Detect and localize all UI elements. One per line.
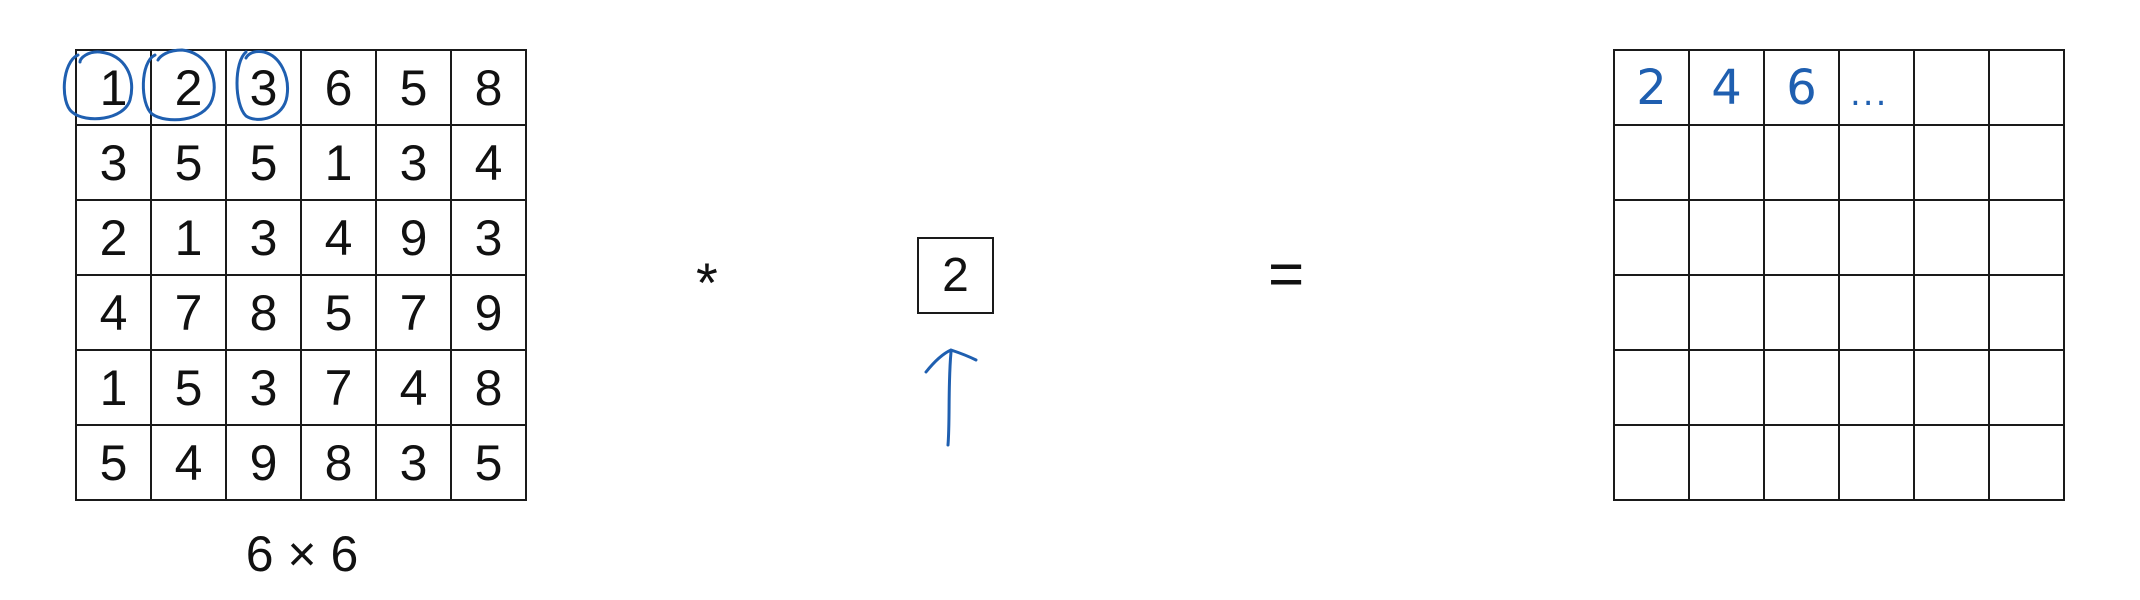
input-matrix-cell: 2	[77, 201, 152, 276]
convolution-operator: *	[696, 251, 718, 314]
input-matrix-cell: 3	[377, 126, 452, 201]
input-matrix-dimensions-label: 6 × 6	[245, 526, 359, 582]
up-arrow-icon	[924, 348, 978, 447]
output-matrix-cell	[1990, 126, 2065, 201]
input-matrix-cell: 2	[152, 51, 227, 126]
output-matrix-cell	[1915, 201, 1990, 276]
output-matrix-cell	[1840, 126, 1915, 201]
output-matrix-cell	[1990, 201, 2065, 276]
input-matrix-cell: 1	[152, 201, 227, 276]
input-matrix-cell: 7	[302, 351, 377, 426]
output-matrix-cell	[1615, 201, 1690, 276]
input-matrix-cell: 5	[302, 276, 377, 351]
input-matrix-cell: 5	[227, 126, 302, 201]
output-matrix-cell	[1765, 351, 1840, 426]
input-matrix-cell: 3	[227, 201, 302, 276]
input-matrix-cell: 9	[377, 201, 452, 276]
output-matrix-cell	[1690, 201, 1765, 276]
input-matrix-cell: 9	[227, 426, 302, 501]
output-matrix-cell	[1615, 126, 1690, 201]
input-matrix-cell: 4	[377, 351, 452, 426]
input-matrix-cell: 8	[302, 426, 377, 501]
output-matrix-cell	[1915, 276, 1990, 351]
filter-matrix: 2	[917, 237, 994, 314]
output-matrix-cell	[1765, 126, 1840, 201]
filter-value: 2	[942, 249, 969, 302]
output-matrix-cell	[1840, 201, 1915, 276]
output-matrix-cell	[1990, 51, 2065, 126]
output-matrix-cell: 2	[1615, 51, 1690, 126]
input-matrix-cell: 4	[77, 276, 152, 351]
input-matrix-cell: 3	[227, 51, 302, 126]
input-matrix-cell: 8	[227, 276, 302, 351]
input-matrix-cell: 6	[302, 51, 377, 126]
input-matrix-cell: 1	[77, 351, 152, 426]
output-matrix-cell	[1840, 276, 1915, 351]
input-matrix-cell: 5	[152, 351, 227, 426]
input-matrix-cell: 3	[227, 351, 302, 426]
input-matrix-cell: 4	[152, 426, 227, 501]
output-matrix-cell	[1690, 126, 1765, 201]
input-matrix-cell: 8	[452, 351, 527, 426]
input-matrix-cell: 1	[77, 51, 152, 126]
input-matrix-cell: 3	[77, 126, 152, 201]
input-matrix-cell: 9	[452, 276, 527, 351]
output-matrix-cell	[1690, 276, 1765, 351]
input-matrix-cell: 3	[377, 426, 452, 501]
input-matrix-cell: 7	[152, 276, 227, 351]
equals-sign: =	[1268, 240, 1305, 309]
output-matrix-cell	[1765, 276, 1840, 351]
output-matrix-cell: 6	[1765, 51, 1840, 126]
output-matrix-cell	[1915, 126, 1990, 201]
output-matrix-cell	[1765, 426, 1840, 501]
input-matrix-cell: 5	[377, 51, 452, 126]
input-matrix-cell: 3	[452, 201, 527, 276]
input-matrix-cell: 5	[452, 426, 527, 501]
input-matrix-cell: 7	[377, 276, 452, 351]
output-matrix-cell	[1990, 426, 2065, 501]
output-matrix-cell	[1765, 201, 1840, 276]
output-matrix-cell	[1615, 426, 1690, 501]
output-matrix-cell	[1840, 426, 1915, 501]
output-matrix-cell	[1990, 276, 2065, 351]
output-matrix-cell	[1615, 351, 1690, 426]
output-matrix-cell: ...	[1840, 51, 1915, 126]
input-matrix-cell: 1	[302, 126, 377, 201]
input-matrix-cell: 5	[77, 426, 152, 501]
output-matrix-cell	[1840, 351, 1915, 426]
output-matrix-cell	[1990, 351, 2065, 426]
output-matrix-cell	[1690, 351, 1765, 426]
input-matrix-cell: 5	[152, 126, 227, 201]
output-matrix-cell	[1915, 426, 1990, 501]
output-matrix-cell	[1915, 51, 1990, 126]
output-matrix-cell: 4	[1690, 51, 1765, 126]
input-matrix-cell: 8	[452, 51, 527, 126]
input-matrix-cell: 4	[452, 126, 527, 201]
output-matrix-cell	[1690, 426, 1765, 501]
input-matrix-cell: 4	[302, 201, 377, 276]
output-matrix-cell	[1915, 351, 1990, 426]
output-matrix-cell	[1615, 276, 1690, 351]
